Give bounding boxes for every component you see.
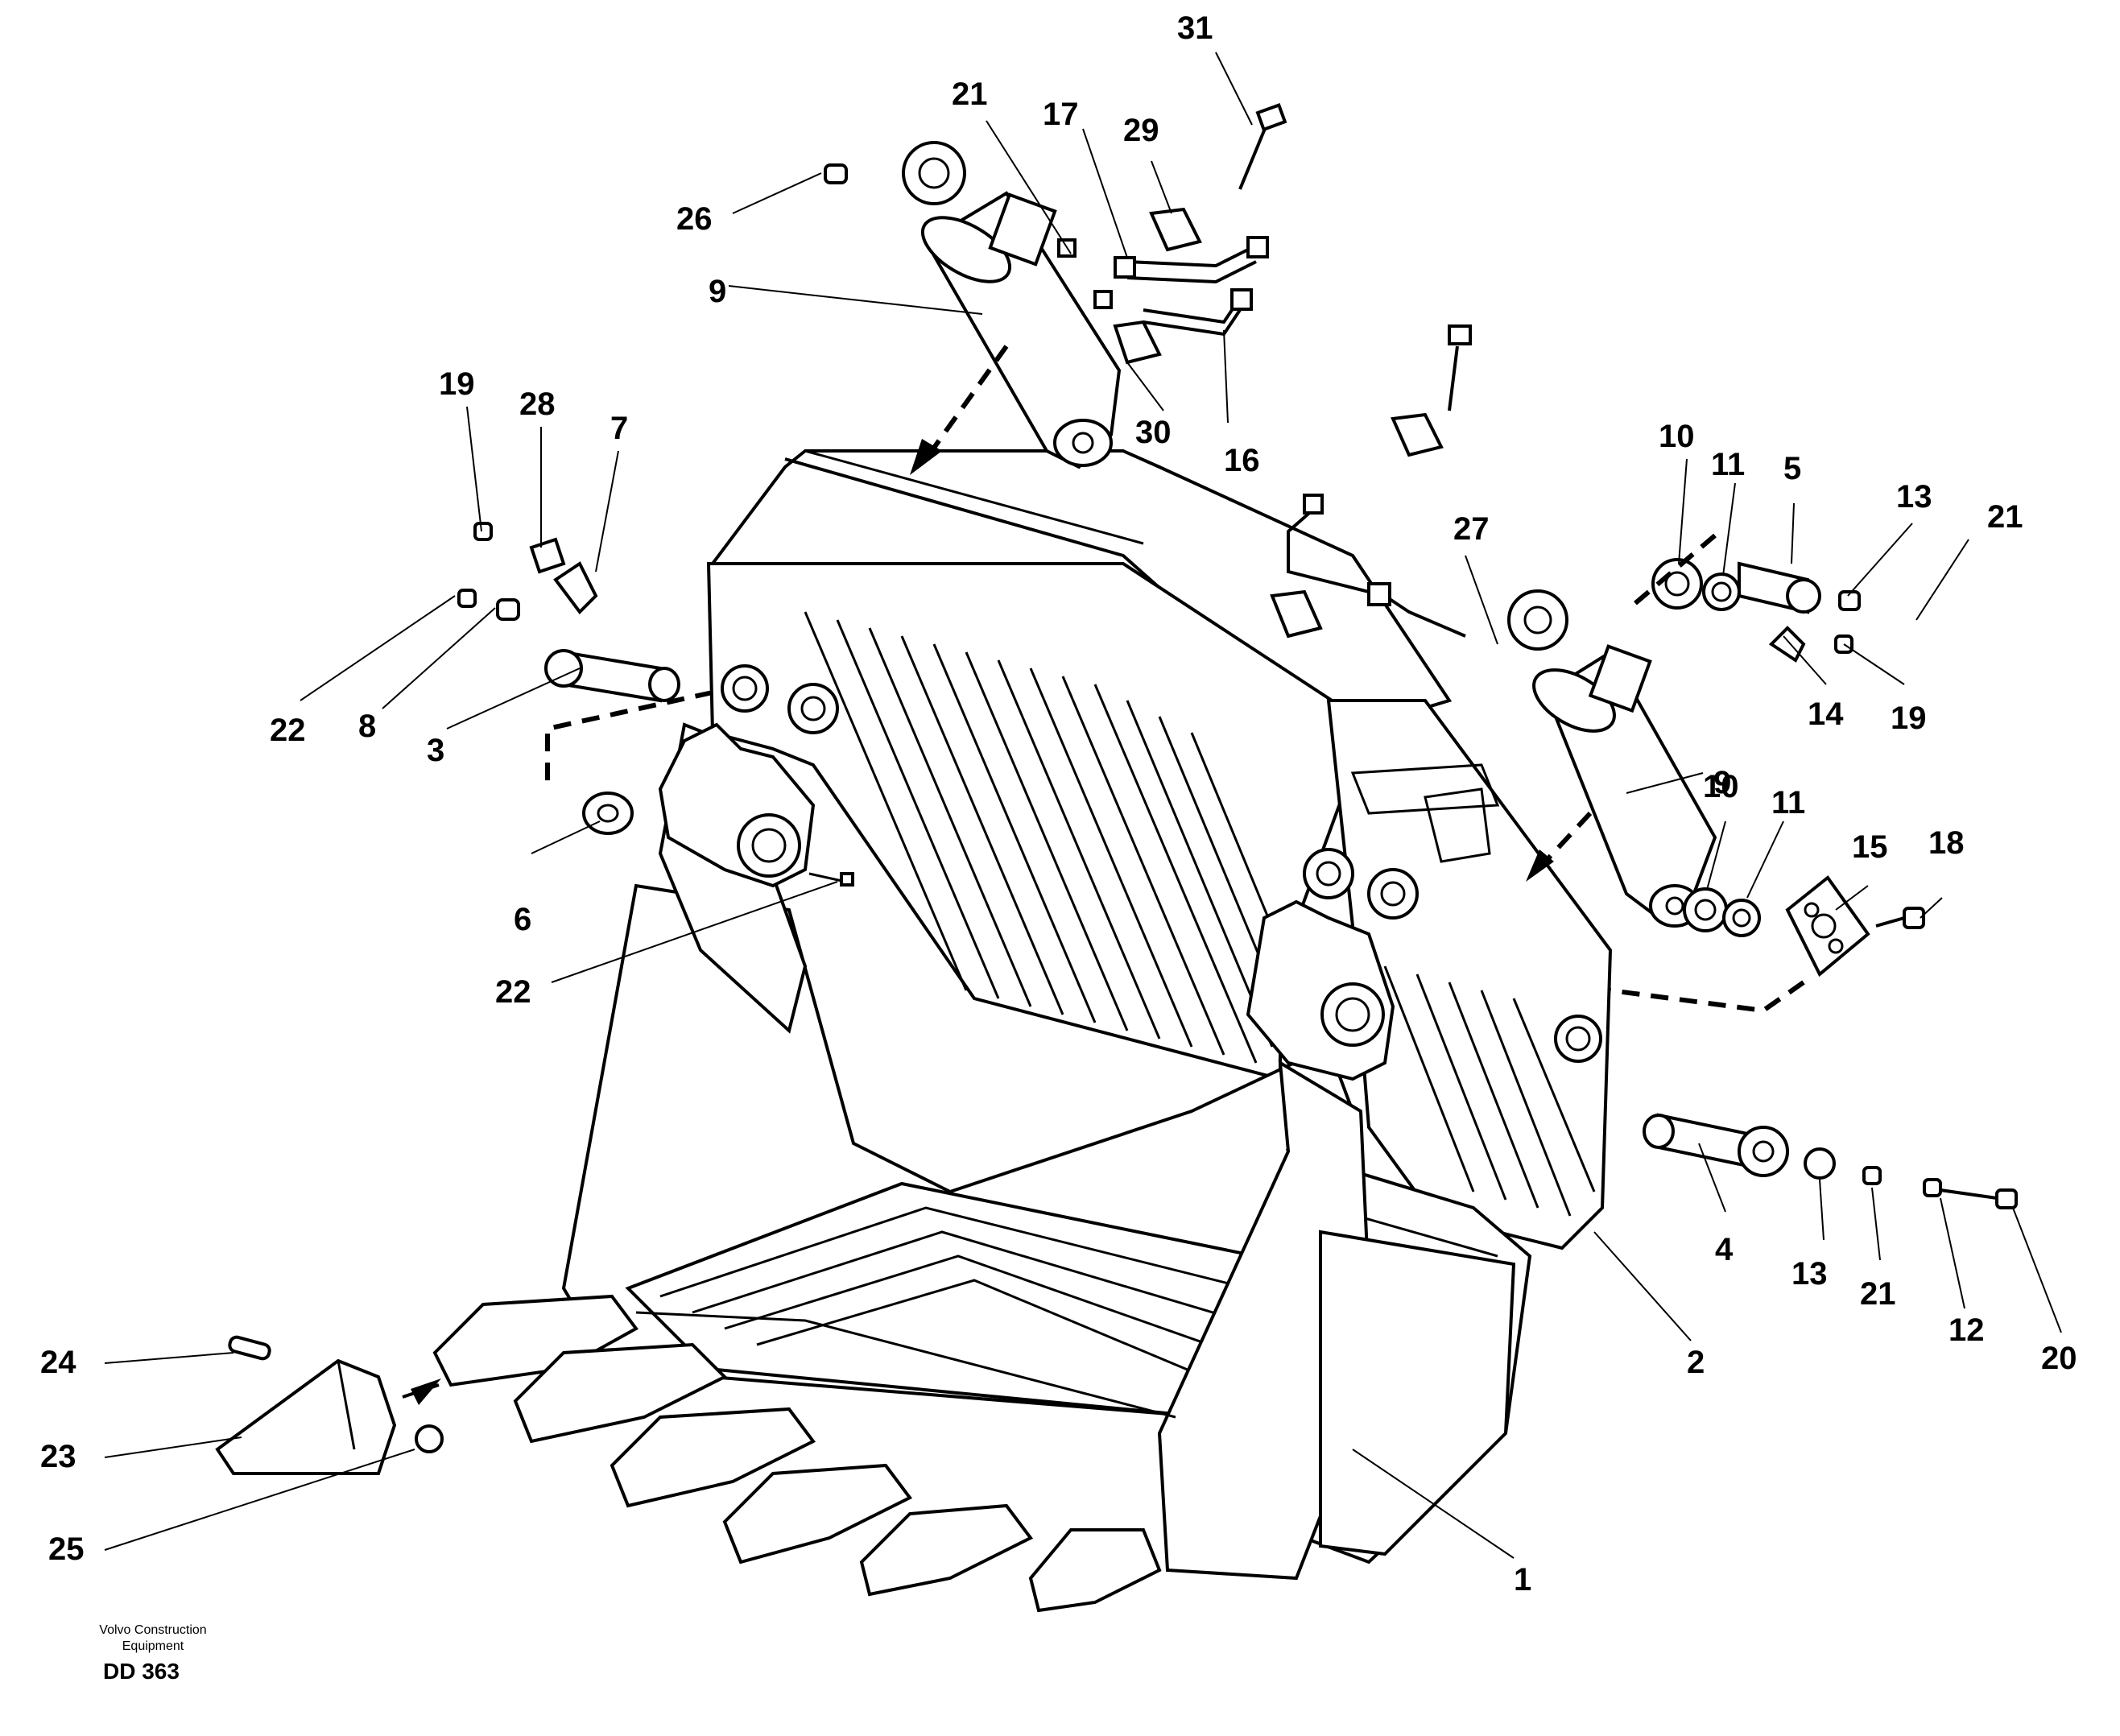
- callout-9-top: 9: [709, 274, 726, 309]
- callout-25: 25: [48, 1531, 85, 1567]
- callout-21-right: 21: [1987, 499, 2023, 535]
- right-hardware: [1643, 558, 2018, 1209]
- leader-lines: [104, 52, 2062, 1559]
- callout-1: 1: [1514, 1562, 1531, 1598]
- manufacturer-line-1: Volvo Construction: [99, 1623, 207, 1637]
- callout-21-bottom: 21: [1860, 1276, 1896, 1312]
- callout-10-mid: 10: [1703, 769, 1739, 804]
- right-cylinder: [1270, 324, 1717, 928]
- callout-13-bottom: 13: [1791, 1256, 1828, 1292]
- hydraulic-pipes: [1057, 102, 1287, 365]
- callout-7: 7: [610, 411, 628, 446]
- callout-18: 18: [1928, 825, 1965, 861]
- callout-16: 16: [1224, 443, 1260, 478]
- callout-20: 20: [2041, 1341, 2077, 1376]
- callout-13-top: 13: [1896, 479, 1932, 515]
- callout-2: 2: [1687, 1345, 1705, 1380]
- callout-23: 23: [40, 1439, 76, 1474]
- manufacturer-caption: Volvo Construction Equipment: [72, 1622, 233, 1655]
- upper-cylinder: [824, 141, 1122, 469]
- callout-3: 3: [427, 733, 444, 768]
- callout-11-top: 11: [1711, 447, 1745, 482]
- callout-9-right: 9: [1713, 765, 1731, 800]
- callout-29: 29: [1123, 113, 1159, 148]
- callout-19-left: 19: [439, 366, 475, 402]
- bucket-body: [561, 449, 1613, 1581]
- callout-27: 27: [1453, 511, 1490, 547]
- callout-12: 12: [1948, 1312, 1985, 1348]
- diagram-code: DD 363: [103, 1659, 180, 1684]
- callout-19-right: 19: [1891, 701, 1927, 736]
- callout-11-mid: 11: [1771, 785, 1805, 820]
- callout-5: 5: [1783, 451, 1801, 486]
- callout-22-left: 22: [270, 713, 306, 748]
- callout-4: 4: [1715, 1232, 1734, 1267]
- callout-8: 8: [358, 709, 376, 744]
- assembly-guides: [545, 345, 1805, 1014]
- callout-30: 30: [1135, 415, 1172, 450]
- callout-17: 17: [1043, 97, 1079, 132]
- tooth-assembly-exploded: [215, 1335, 444, 1475]
- callout-26: 26: [676, 201, 713, 237]
- callout-6: 6: [514, 902, 531, 937]
- callout-31: 31: [1177, 10, 1213, 46]
- callout-21-top: 21: [952, 76, 988, 112]
- callout-labels: 31 21 17 29 26 9 30 16 19 28 7 22 8 3 6 …: [40, 10, 2077, 1598]
- callout-28: 28: [519, 386, 556, 422]
- left-hardware: [457, 522, 854, 887]
- callout-14: 14: [1808, 696, 1844, 732]
- bucket-teeth: [432, 1294, 1176, 1613]
- callout-24: 24: [40, 1345, 76, 1380]
- manufacturer-line-2: Equipment: [122, 1639, 184, 1653]
- callout-15: 15: [1852, 829, 1888, 865]
- callout-10-top: 10: [1659, 419, 1695, 454]
- callout-22-mid: 22: [495, 974, 531, 1010]
